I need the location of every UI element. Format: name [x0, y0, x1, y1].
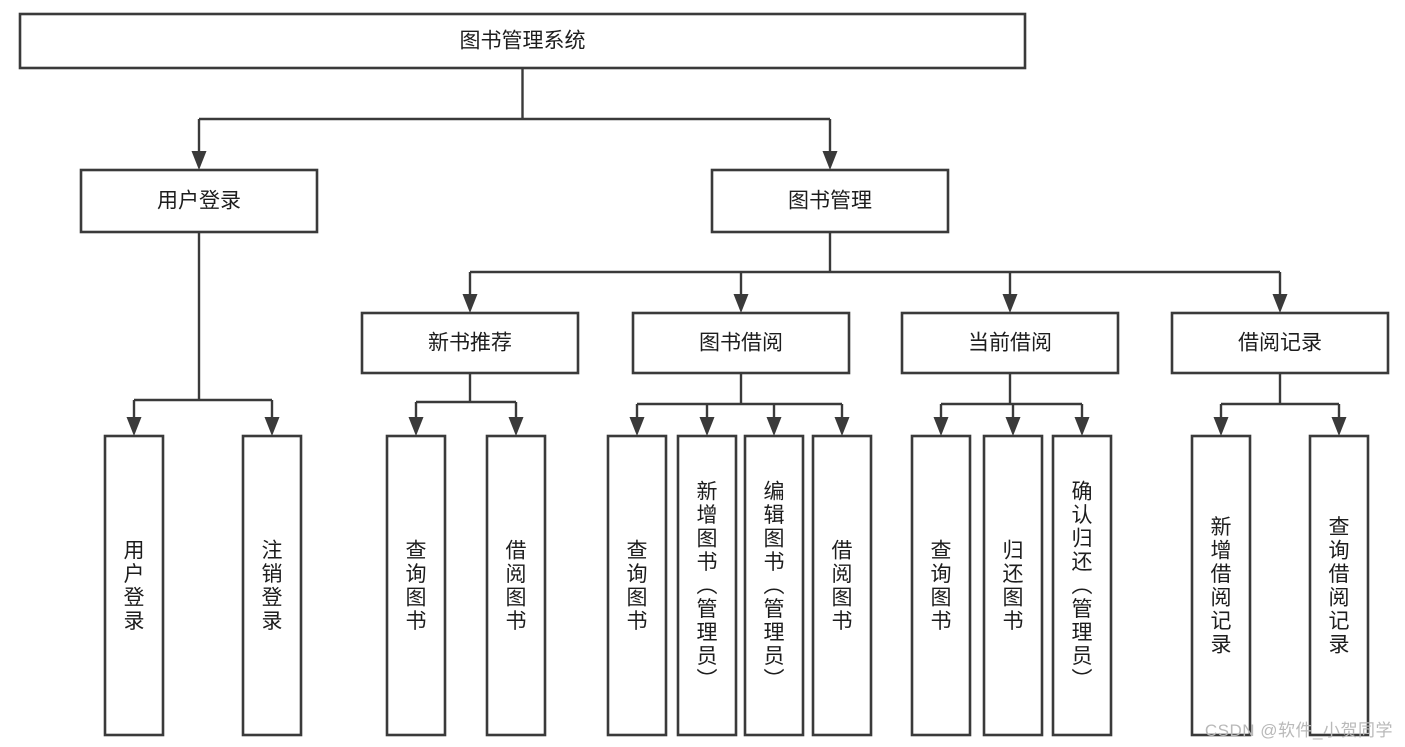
node-label: 归还图书: [1003, 539, 1024, 633]
node-leaf-query-borrow-record[interactable]: 查询借阅记录: [1308, 434, 1370, 737]
node-label: 编辑图书︵管理员︶: [764, 481, 785, 692]
arrow-head-icon: [126, 417, 142, 436]
node-label: 借阅图书: [506, 539, 527, 633]
node-label: 借阅图书: [832, 539, 853, 633]
node-label: 确认归还︵管理员︶: [1072, 481, 1093, 692]
arrow-head-icon: [933, 417, 949, 436]
connector-borrow-record: [1213, 373, 1347, 436]
node-label: 新增借阅记录: [1211, 516, 1232, 657]
arrow-head-icon: [462, 294, 478, 313]
node-box: [676, 434, 738, 737]
node-label: 新增图书︵管理员︶: [697, 481, 718, 692]
node-new-book-recommend[interactable]: 新书推荐: [360, 311, 580, 375]
node-box: [900, 311, 1120, 375]
node-label: 图书管理系统: [460, 30, 586, 53]
node-box: [606, 434, 668, 737]
arrow-head-icon: [508, 417, 524, 436]
node-label: 查询图书: [406, 539, 427, 633]
node-box: [79, 168, 319, 234]
node-leaf-add-book-admin[interactable]: 新增图书︵管理员︶: [676, 434, 738, 737]
node-box: [982, 434, 1044, 737]
node-current-borrow[interactable]: 当前借阅: [900, 311, 1120, 375]
node-box: [1308, 434, 1370, 737]
arrow-head-icon: [766, 417, 782, 436]
node-leaf-user-logout[interactable]: 注销登录: [241, 434, 303, 737]
node-root[interactable]: 图书管理系统: [18, 12, 1027, 70]
node-box: [103, 434, 165, 737]
arrow-head-icon: [834, 417, 850, 436]
node-leaf-user-login[interactable]: 用户登录: [103, 434, 165, 737]
connector-book-borrow: [629, 373, 850, 436]
node-label: 图书借阅: [699, 332, 783, 355]
arrow-head-icon: [1213, 417, 1229, 436]
node-leaf-return-book[interactable]: 归还图书: [982, 434, 1044, 737]
arrow-head-icon: [822, 151, 838, 170]
connector-current-borrow: [933, 373, 1090, 436]
node-user-login[interactable]: 用户登录: [79, 168, 319, 234]
node-label: 用户登录: [157, 190, 241, 213]
arrow-head-icon: [699, 417, 715, 436]
arrow-head-icon: [264, 417, 280, 436]
node-box: [743, 434, 805, 737]
node-box: [1051, 434, 1113, 737]
arrow-head-icon: [629, 417, 645, 436]
node-book-management[interactable]: 图书管理: [710, 168, 950, 234]
connector-book-management: [462, 232, 1288, 313]
connector-user-login: [126, 232, 280, 436]
arrow-head-icon: [1005, 417, 1021, 436]
node-box: [18, 12, 1027, 70]
node-book-borrow[interactable]: 图书借阅: [631, 311, 851, 375]
node-box: [1170, 311, 1390, 375]
node-leaf-add-borrow-record[interactable]: 新增借阅记录: [1190, 434, 1252, 737]
node-box: [360, 311, 580, 375]
node-label: 借阅记录: [1238, 332, 1322, 355]
arrow-head-icon: [1331, 417, 1347, 436]
node-borrow-record[interactable]: 借阅记录: [1170, 311, 1390, 375]
node-box: [385, 434, 447, 737]
node-leaf-confirm-return-admin[interactable]: 确认归还︵管理员︶: [1051, 434, 1113, 737]
arrow-head-icon: [1272, 294, 1288, 313]
node-leaf-borrow-book-recommend[interactable]: 借阅图书: [485, 434, 547, 737]
node-leaf-query-book-borrow[interactable]: 查询图书: [606, 434, 668, 737]
node-label: 注销登录: [262, 539, 283, 633]
arrow-head-icon: [1074, 417, 1090, 436]
csdn-watermark: CSDN @软件_小贺同学: [1204, 721, 1393, 740]
node-label: 图书管理: [788, 190, 872, 213]
node-box: [910, 434, 972, 737]
node-leaf-query-book-current[interactable]: 查询图书: [910, 434, 972, 737]
node-label: 查询借阅记录: [1329, 516, 1350, 657]
arrow-head-icon: [733, 294, 749, 313]
node-leaf-borrow-book[interactable]: 借阅图书: [811, 434, 873, 737]
node-label: 查询图书: [627, 539, 648, 633]
node-label: 查询图书: [931, 539, 952, 633]
node-box: [1190, 434, 1252, 737]
node-box: [811, 434, 873, 737]
arrow-head-icon: [1002, 294, 1018, 313]
arrow-head-icon: [191, 151, 207, 170]
node-layer: 图书管理系统用户登录图书管理新书推荐图书借阅当前借阅借阅记录用户登录注销登录查询…: [18, 12, 1390, 737]
node-box: [241, 434, 303, 737]
node-box: [631, 311, 851, 375]
connector-root: [191, 68, 838, 170]
node-leaf-query-book-recommend[interactable]: 查询图书: [385, 434, 447, 737]
arrow-head-icon: [408, 417, 424, 436]
node-label: 新书推荐: [428, 332, 512, 355]
node-label: 当前借阅: [968, 332, 1052, 355]
edge-layer: [126, 68, 1347, 436]
node-label: 用户登录: [124, 539, 145, 633]
node-box: [710, 168, 950, 234]
node-box: [485, 434, 547, 737]
node-leaf-edit-book-admin[interactable]: 编辑图书︵管理员︶: [743, 434, 805, 737]
connector-new-book-recommend: [408, 373, 524, 436]
